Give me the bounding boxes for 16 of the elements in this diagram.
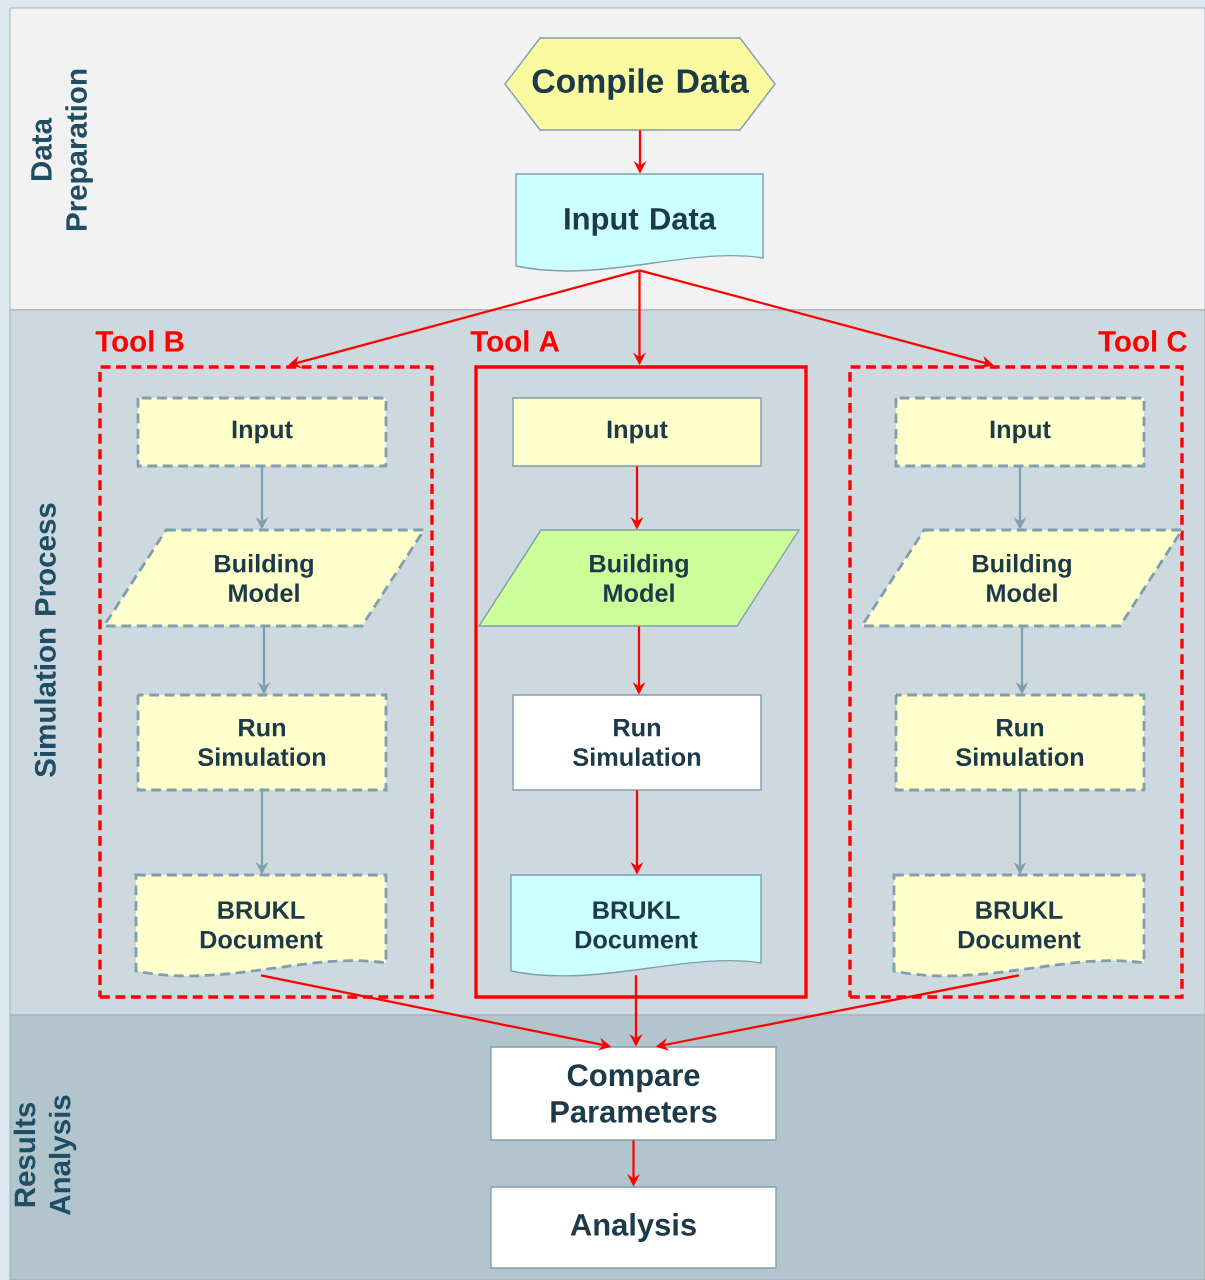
document-box: BRUKL Document bbox=[510, 874, 762, 977]
node-label: Tool B bbox=[95, 330, 184, 352]
node-label: Tool A bbox=[470, 330, 560, 352]
document-box: Input Data bbox=[515, 173, 764, 272]
document-box: BRUKL Document bbox=[134, 873, 388, 978]
process-box: Run Simulation bbox=[512, 694, 762, 791]
start-hexagon: Compile Data bbox=[504, 37, 776, 131]
process-box: Run Simulation bbox=[894, 693, 1146, 792]
node-label: Tool C bbox=[1098, 330, 1187, 352]
process-box: Input bbox=[894, 396, 1146, 468]
document-box: BRUKL Document bbox=[892, 873, 1146, 978]
process-box: Run Simulation bbox=[136, 693, 388, 792]
process-box: Analysis bbox=[490, 1186, 777, 1269]
process-box: Input bbox=[136, 396, 388, 468]
process-box: Input bbox=[512, 397, 762, 467]
process-box: Compare Parameters bbox=[490, 1046, 777, 1141]
